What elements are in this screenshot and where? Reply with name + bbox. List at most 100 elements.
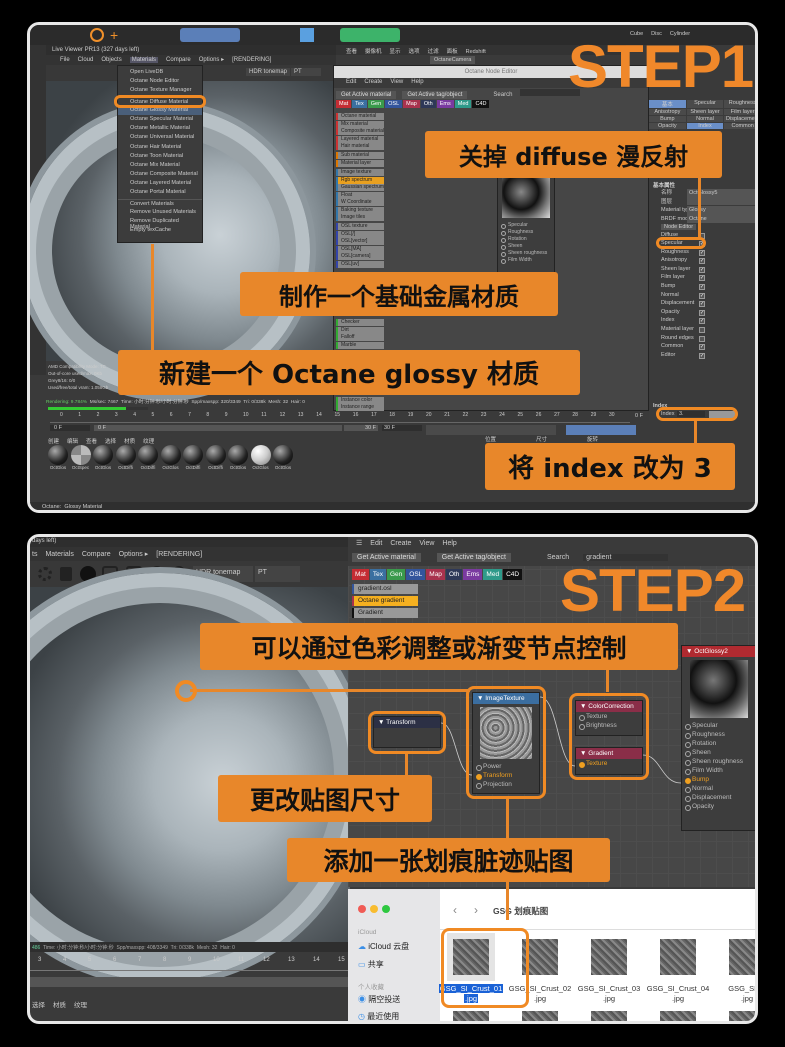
node-port[interactable]: Sheen: [498, 243, 554, 250]
mat-menu-item[interactable]: 选择: [32, 1002, 45, 1009]
viewer-menu-item[interactable]: Compare: [81, 551, 111, 558]
menu-edit[interactable]: Edit: [370, 540, 383, 547]
node-list-item[interactable]: W Coordinate: [336, 199, 384, 206]
channel-checkbox[interactable]: ✓: [699, 284, 705, 291]
channel-checkbox[interactable]: ✓: [699, 266, 705, 273]
get-active-material-button[interactable]: Get Active material: [352, 553, 421, 562]
channel-checkbox[interactable]: [699, 232, 705, 239]
file-name[interactable]: GSG_SI_Crust_01.jpg: [436, 984, 506, 1004]
node-list-item[interactable]: Image tiles: [336, 214, 384, 221]
node-port[interactable]: Film Width: [682, 766, 755, 775]
node-list-item[interactable]: OSL[/]: [336, 230, 384, 238]
tonemap-select[interactable]: HDR tonemap: [246, 68, 291, 76]
menu-item[interactable]: Octane Universal Material: [130, 134, 195, 141]
menu-item[interactable]: Octane Composite Material: [130, 171, 198, 178]
material-thumbnail[interactable]: OctDiffi: [183, 445, 203, 470]
tab-mat[interactable]: Mat: [336, 100, 352, 108]
tab-med[interactable]: Med: [483, 569, 503, 580]
menu-item[interactable]: Octane Layered Material: [130, 180, 192, 187]
menu-objects[interactable]: Objects: [101, 57, 122, 63]
node-port[interactable]: Film Width: [498, 257, 554, 264]
node-list-item[interactable]: Baking texture: [336, 206, 384, 214]
menu-create[interactable]: Create: [390, 540, 412, 547]
material-thumbnail[interactable]: OctGlos: [273, 445, 293, 470]
file-name[interactable]: GSG_SI_C.jpg: [712, 984, 755, 1004]
menu-compare[interactable]: Compare: [166, 57, 191, 63]
attr-tab[interactable]: 基本: [649, 100, 686, 108]
node-port[interactable]: Displacement: [682, 793, 755, 802]
material-thumbnail[interactable]: OctDiffi: [138, 445, 158, 470]
file-thumbnail[interactable]: [591, 939, 627, 975]
node-list-item[interactable]: OSL[MA]: [336, 245, 384, 253]
search-result[interactable]: Octane gradient: [352, 596, 418, 606]
forward-button[interactable]: ›: [474, 903, 478, 917]
index-slider[interactable]: [709, 411, 737, 418]
tab-med[interactable]: Med: [454, 100, 472, 108]
select-tool-icon[interactable]: [90, 28, 104, 42]
attr-tab[interactable]: Anisotropy: [649, 109, 686, 115]
node-list-item[interactable]: OSL[vector]: [336, 238, 384, 245]
menu-item[interactable]: Remove Unused Materials: [130, 208, 196, 215]
frame-range-slider[interactable]: 0 F: [94, 425, 342, 431]
tab-map[interactable]: Map: [403, 100, 420, 108]
viewport-menu-item[interactable]: 查看: [346, 49, 358, 55]
node-list-item[interactable]: Composite material: [336, 128, 384, 135]
tab-oth[interactable]: Oth: [420, 100, 436, 108]
channel-checkbox[interactable]: ✓: [699, 301, 705, 308]
node-list-item[interactable]: Layered material: [336, 135, 384, 143]
layer-field[interactable]: [687, 197, 755, 205]
close-button[interactable]: [358, 905, 366, 913]
menu-item[interactable]: Octane Portal Material: [130, 189, 186, 196]
node-port[interactable]: Texture: [576, 759, 642, 768]
mat-menu-item[interactable]: 查看: [86, 439, 98, 445]
node-port[interactable]: Normal: [682, 784, 755, 793]
material-thumbnail[interactable]: OctGlos: [160, 445, 181, 470]
sidebar-shared[interactable]: ▭ 共享: [358, 959, 384, 970]
node-port[interactable]: Sheen roughness: [498, 250, 554, 257]
viewer-menu-item[interactable]: Options ▸: [118, 551, 149, 558]
viewport-menu-item[interactable]: 面板: [446, 49, 458, 55]
menu-item[interactable]: Open LiveDB: [130, 69, 164, 75]
mat-menu-item[interactable]: 材质: [124, 439, 136, 445]
node-port[interactable]: Rotation: [682, 739, 755, 748]
brdf-select[interactable]: Octane: [687, 214, 755, 223]
file-thumbnail[interactable]: [453, 1011, 489, 1021]
node-list-item[interactable]: Rgb spectrum: [336, 176, 384, 184]
channel-checkbox[interactable]: ✓: [699, 318, 705, 325]
tab-ems[interactable]: Ems: [463, 569, 483, 580]
search-input[interactable]: gradient: [583, 554, 669, 561]
sidebar-airdrop[interactable]: ◉ 隔空投送: [358, 994, 400, 1005]
gradient-node[interactable]: ▼ Gradient Texture: [575, 747, 643, 775]
attr-tab[interactable]: Film layer: [724, 109, 755, 115]
viewport-menu-item[interactable]: 过滤: [427, 49, 439, 55]
object-item[interactable]: Disc: [651, 31, 662, 37]
cube-icon[interactable]: [300, 28, 314, 42]
menu-item[interactable]: Octane Mix Material: [130, 161, 180, 168]
mat-menu-item[interactable]: 材质: [53, 1002, 66, 1009]
file-name[interactable]: GSG_SI_Crust_02.jpg: [505, 984, 575, 1004]
node-list-item[interactable]: Gaussian spectrum: [336, 184, 384, 191]
node-list-item[interactable]: Marble: [336, 341, 384, 349]
menu-item[interactable]: Octane Toon Material: [130, 152, 184, 159]
attr-tab[interactable]: Specular: [686, 100, 724, 108]
lock-icon[interactable]: [60, 567, 72, 581]
menu-item[interactable]: Octane Hair Material: [130, 143, 182, 150]
viewport-menu-item[interactable]: Redshift: [465, 49, 486, 55]
material-thumbnail[interactable]: OctGlos: [48, 445, 68, 470]
back-button[interactable]: ‹: [453, 903, 457, 917]
tab-mat[interactable]: Mat: [352, 569, 369, 580]
file-thumbnail[interactable]: [729, 939, 755, 975]
render-mode-select[interactable]: PT: [255, 566, 300, 582]
node-list-item[interactable]: Falloff: [336, 334, 384, 341]
tab-ems[interactable]: Ems: [436, 100, 454, 108]
node-port[interactable]: Brightness: [576, 721, 642, 730]
mat-menu-item[interactable]: 选择: [105, 439, 117, 445]
menu-cloud[interactable]: Cloud: [77, 57, 94, 63]
material-thumbnail[interactable]: OctGlos: [250, 445, 271, 470]
sidebar-icloud-drive[interactable]: ☁ iCloud 云盘: [358, 941, 409, 952]
name-field[interactable]: OctGlossy5: [687, 189, 755, 198]
node-list-item[interactable]: OSL texture: [336, 223, 384, 230]
